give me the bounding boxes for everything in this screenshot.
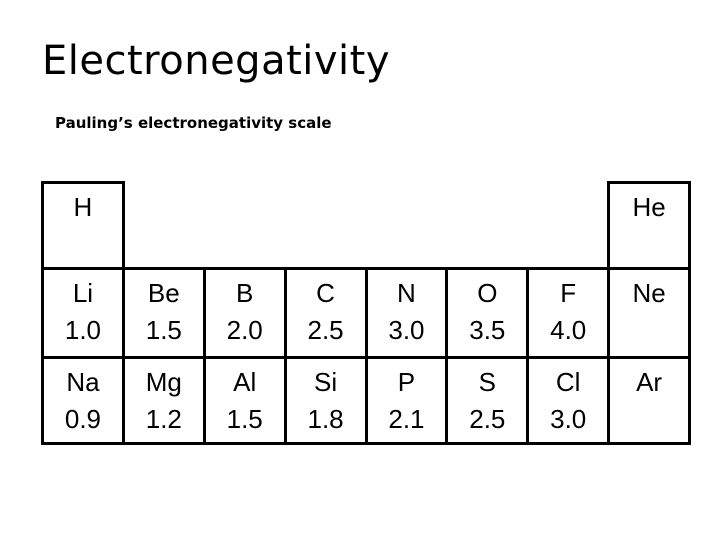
element-value: 1.8 <box>307 404 344 434</box>
element-symbol: P <box>397 367 416 397</box>
empty-cell <box>528 183 609 269</box>
element-value: 3.5 <box>469 315 506 345</box>
element-value: 1.0 <box>64 315 102 345</box>
element-symbol: Li <box>72 278 94 308</box>
element-symbol: Si <box>314 367 338 397</box>
element-value: 2.5 <box>469 404 506 434</box>
element-cell-cl: Cl 3.0 <box>526 356 611 445</box>
element-cell-si: Si 1.8 <box>283 356 368 445</box>
element-value: 4.0 <box>550 315 587 345</box>
element-symbol: Be <box>147 278 180 308</box>
empty-cell <box>366 183 447 269</box>
element-cell-c: C 2.5 <box>283 267 368 359</box>
slide-title: Electronegativity <box>42 38 391 84</box>
element-symbol: Ne <box>632 278 666 308</box>
element-symbol: He <box>632 192 666 222</box>
element-cell-s: S 2.5 <box>445 356 530 445</box>
element-cell-na: Na 0.9 <box>41 356 125 445</box>
element-symbol: Na <box>66 367 100 397</box>
element-symbol: H <box>73 192 93 222</box>
element-cell-mg: Mg 1.2 <box>121 356 206 445</box>
element-symbol: F <box>560 278 577 308</box>
element-cell-f: F 4.0 <box>526 267 611 359</box>
element-cell-p: P 2.1 <box>364 356 449 445</box>
element-cell-he: He <box>607 181 691 270</box>
empty-cell <box>447 183 528 269</box>
element-cell-li: Li 1.0 <box>41 267 125 359</box>
element-symbol: Ar <box>636 367 663 397</box>
element-symbol: S <box>478 367 496 397</box>
element-symbol: O <box>477 278 498 308</box>
empty-cell <box>204 183 285 269</box>
period-2-row: Li 1.0 Be 1.5 B 2.0 C 2.5 N 3.0 <box>41 267 691 359</box>
element-cell-ne: Ne <box>607 267 691 359</box>
element-value: 1.5 <box>226 404 263 434</box>
element-cell-n: N 3.0 <box>364 267 449 359</box>
electronegativity-table: H He Li 1.0 Be <box>41 181 691 445</box>
element-symbol: C <box>316 278 335 308</box>
element-value: 1.5 <box>145 315 182 345</box>
period-1-row: H He <box>41 181 691 270</box>
element-value: 3.0 <box>550 404 587 434</box>
element-cell-al: Al 1.5 <box>202 356 287 445</box>
element-cell-ar: Ar <box>607 356 691 445</box>
period-3-row: Na 0.9 Mg 1.2 Al 1.5 Si 1.8 P 2.1 <box>41 356 691 445</box>
element-value: 2.1 <box>388 404 425 434</box>
element-symbol: Cl <box>555 367 581 397</box>
element-symbol: Mg <box>145 367 182 397</box>
element-cell-h: H <box>41 181 125 270</box>
element-symbol: B <box>236 278 254 308</box>
element-cell-b: B 2.0 <box>202 267 287 359</box>
element-symbol: N <box>397 278 416 308</box>
element-cell-be: Be 1.5 <box>121 267 206 359</box>
element-cell-o: O 3.5 <box>445 267 530 359</box>
element-value: 2.0 <box>226 315 263 345</box>
element-value: 0.9 <box>64 404 102 434</box>
element-value: 2.5 <box>307 315 344 345</box>
element-symbol: Al <box>233 367 257 397</box>
element-value: 3.0 <box>388 315 425 345</box>
empty-cell <box>285 183 366 269</box>
empty-cell <box>123 183 204 269</box>
slide-subtitle: Pauling’s electronegativity scale <box>55 114 332 132</box>
element-value: 1.2 <box>145 404 182 434</box>
